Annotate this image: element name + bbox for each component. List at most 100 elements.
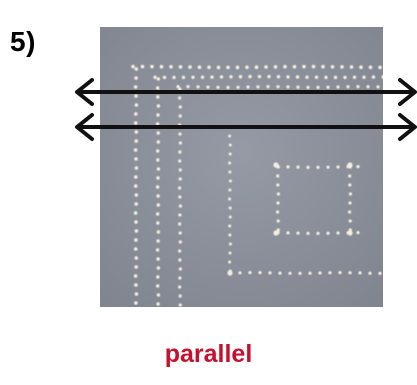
light-dot [338, 271, 342, 275]
light-dot [134, 67, 139, 71]
light-dot [178, 285, 182, 289]
light-dot [178, 267, 182, 271]
light-dot [155, 185, 160, 189]
light-dot [311, 64, 316, 69]
light-dot [245, 65, 249, 70]
light-dot [156, 266, 161, 270]
photo-background [100, 27, 383, 307]
light-dot [178, 65, 183, 69]
light-dot [178, 249, 182, 253]
light-dot [134, 238, 138, 242]
light-dot [381, 75, 383, 79]
light-dot [283, 64, 287, 69]
light-dot [178, 114, 182, 118]
light-dot [134, 193, 139, 197]
light-dot [206, 85, 210, 89]
light-dot [156, 302, 160, 306]
light-dot [156, 221, 160, 225]
light-dot [348, 271, 352, 275]
light-dot [296, 165, 300, 169]
light-dot [316, 231, 320, 235]
light-dot [156, 275, 160, 279]
light-dot [186, 85, 190, 89]
light-dot [228, 134, 232, 138]
light-dot [156, 203, 160, 207]
light-dot [306, 165, 310, 169]
light-dot [276, 219, 280, 223]
light-dot [178, 159, 182, 163]
light-dot [178, 240, 182, 244]
light-dot [228, 179, 232, 183]
light-dot [348, 210, 352, 214]
light-dot [134, 229, 139, 233]
light-dot [248, 74, 252, 79]
light-dot [376, 85, 380, 89]
light-dot [288, 271, 292, 275]
light-dot [178, 231, 182, 235]
light-dot [228, 206, 232, 210]
light-dot [371, 75, 376, 79]
light-dot [134, 265, 138, 269]
light-dot [153, 75, 157, 79]
light-dot [156, 77, 160, 81]
light-dot [378, 65, 382, 70]
light-dot [286, 85, 290, 89]
light-dot [228, 188, 232, 192]
light-dot [133, 274, 138, 278]
light-dot [340, 65, 344, 69]
photo-of-dotted-lines [100, 27, 383, 307]
light-dot [134, 130, 139, 134]
light-dot [298, 271, 302, 275]
caption-parallel: parallel [164, 340, 253, 368]
light-dot [308, 271, 312, 275]
light-dot [156, 212, 160, 216]
light-dot [306, 85, 310, 89]
light-dot [156, 257, 160, 261]
light-dot [156, 113, 160, 117]
light-dot [134, 283, 138, 287]
light-dot [207, 65, 211, 70]
light-dot [156, 95, 160, 99]
light-dot [326, 231, 330, 235]
light-dot [178, 150, 182, 154]
light-dot [133, 211, 138, 215]
light-dot [150, 64, 154, 69]
light-dot [134, 175, 138, 179]
light-dot [156, 158, 160, 162]
light-dot [172, 75, 176, 80]
light-dot [356, 165, 360, 169]
light-dot [267, 74, 271, 79]
light-dot [276, 228, 280, 232]
light-dot [134, 139, 138, 143]
light-dot [356, 85, 360, 89]
light-dot [368, 65, 373, 70]
light-dot [156, 167, 161, 171]
light-dot [156, 131, 160, 135]
light-dot [316, 85, 320, 89]
light-dot [134, 301, 138, 305]
light-dot [176, 85, 180, 89]
light-dot [347, 162, 353, 168]
light-dot [348, 219, 352, 223]
light-dot [178, 222, 182, 226]
light-dot [228, 152, 232, 156]
light-dot [352, 75, 357, 79]
light-dot [134, 220, 138, 224]
light-dot [133, 184, 138, 188]
light-dot [306, 231, 310, 235]
light-dot [133, 247, 138, 251]
figure-number-label: 5) [10, 26, 36, 57]
light-dot [134, 157, 138, 161]
light-dot [228, 197, 232, 201]
light-dot [362, 75, 366, 79]
light-dot [264, 65, 268, 69]
light-dot [328, 271, 332, 275]
light-dot [346, 85, 350, 89]
light-dot [134, 292, 139, 296]
light-dot [348, 174, 352, 178]
light-dot [347, 230, 353, 236]
light-dot [210, 75, 214, 79]
light-dot [228, 215, 232, 219]
light-dot [178, 105, 182, 109]
light-dot [178, 132, 182, 136]
